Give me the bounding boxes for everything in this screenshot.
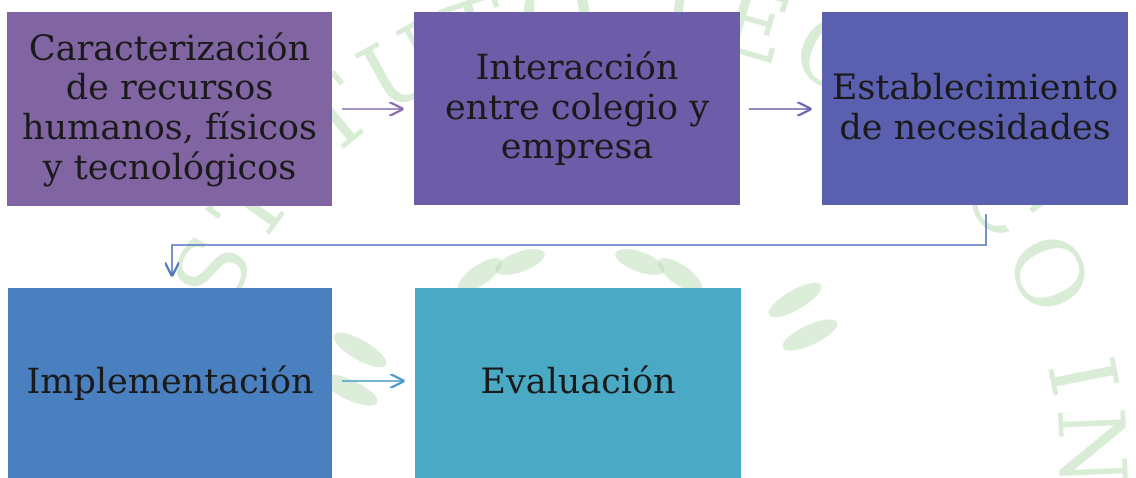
step-box-implementacion: Implementación: [8, 288, 332, 478]
step-box-establecimiento: Establecimiento de necesidades: [822, 12, 1128, 205]
step-label: Establecimiento de necesidades: [831, 67, 1119, 148]
step-box-caracterizacion: Caracterización de recursos humanos, fís…: [7, 12, 332, 206]
step-label: Implementación: [26, 362, 314, 403]
step-box-interaccion: Interacción entre colegio y empresa: [414, 12, 740, 205]
step-box-evaluacion: Evaluación: [415, 288, 741, 478]
step-label: Evaluación: [480, 362, 676, 403]
arrow-step3-to-step4: [172, 214, 987, 275]
step-label: Interacción entre colegio y empresa: [444, 48, 710, 168]
step-label: Caracterización de recursos humanos, fís…: [22, 28, 317, 188]
